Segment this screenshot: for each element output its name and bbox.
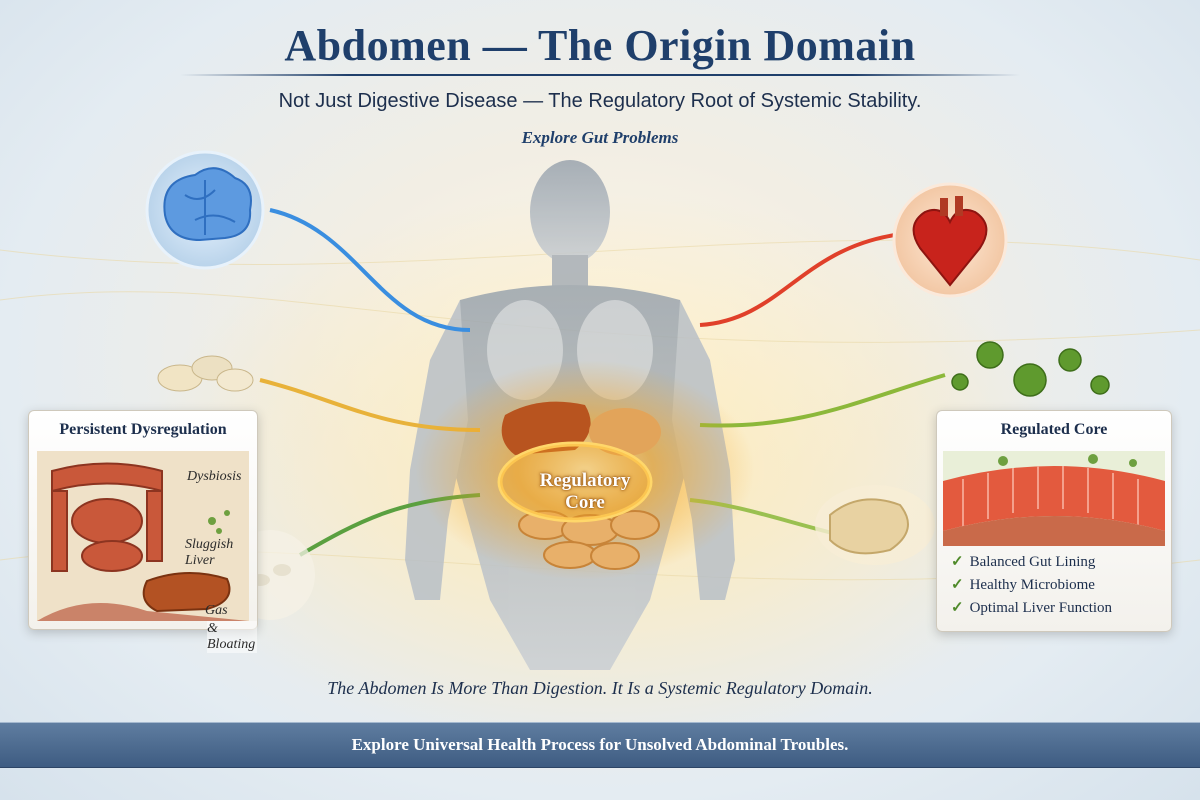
- card-title-regulated: Regulated Core: [1000, 421, 1108, 438]
- heart-icon: [892, 182, 1008, 298]
- label-gas: Gas: [205, 603, 228, 618]
- dysregulated-gut-illustration: [37, 451, 249, 621]
- title-divider: [180, 74, 1020, 76]
- healthy-gut-lining-illustration: [943, 451, 1165, 546]
- benefits-checklist: ✓Balanced Gut Lining ✓Healthy Microbiome…: [951, 551, 1112, 620]
- list-item: ✓Optimal Liver Function: [951, 600, 1113, 616]
- list-item: ✓Healthy Microbiome: [951, 577, 1095, 593]
- intestine-icon: [51, 462, 163, 572]
- stomach-icon: [815, 485, 935, 565]
- stomach-organ: [589, 408, 661, 456]
- check-icon: ✓: [951, 600, 964, 616]
- persistent-dysregulation-card: Persistent Dysregulation Dysbiosis Slugg…: [28, 410, 258, 653]
- cta-banner[interactable]: Explore Universal Health Process for Uns…: [0, 722, 1200, 768]
- label-sluggish-liver: Sluggish Liver: [185, 537, 234, 568]
- tagline: The Abdomen Is More Than Digestion. It I…: [327, 678, 873, 698]
- brain-icon: [145, 150, 265, 270]
- regulatory-core-label: Regulatory Core: [520, 470, 650, 514]
- check-icon: ✓: [951, 554, 964, 570]
- core-label-line2: Core: [565, 492, 605, 513]
- explore-gut-problems-link[interactable]: Explore Gut Problems: [521, 128, 679, 147]
- core-label-line1: Regulatory: [539, 470, 631, 491]
- check-icon: ✓: [951, 577, 964, 593]
- microbe-icon: [208, 510, 230, 534]
- brain-connection-line: [269, 208, 471, 332]
- cta-banner-text[interactable]: Explore Universal Health Process for Uns…: [351, 735, 849, 754]
- label-dysbiosis: Dysbiosis: [187, 469, 242, 484]
- liver-icon: [142, 572, 231, 613]
- heart-connection-line: [699, 233, 896, 327]
- card-title-dysregulation: Persistent Dysregulation: [59, 421, 227, 438]
- page-title: Abdomen — The Origin Domain: [284, 21, 916, 70]
- label-bloating: & Bloating: [207, 621, 257, 653]
- microbe-icon: [951, 341, 1110, 397]
- pills-icon: [157, 355, 254, 392]
- list-item: ✓Balanced Gut Lining: [951, 554, 1096, 570]
- regulated-core-card: Regulated Core ✓Balanced Gut Lining ✓Hea…: [936, 410, 1172, 632]
- page-subtitle: Not Just Digestive Disease — The Regulat…: [278, 90, 922, 112]
